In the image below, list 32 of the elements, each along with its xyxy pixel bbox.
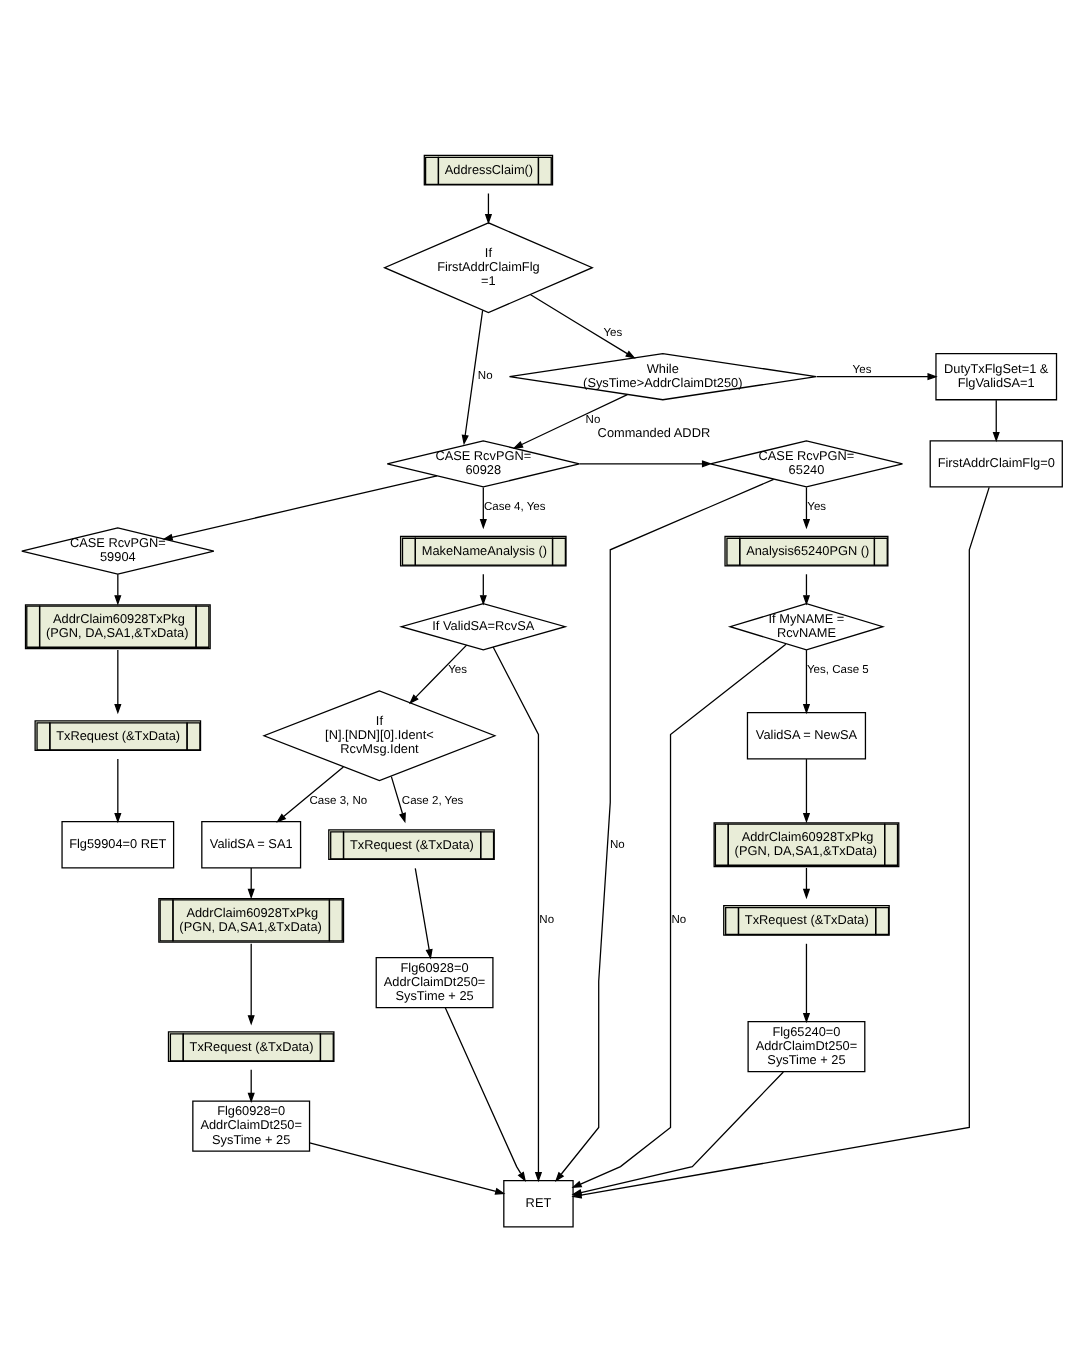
arrow: [492, 645, 543, 1182]
arrow: [114, 757, 122, 823]
arrow: [802, 942, 811, 1023]
arrow: [802, 648, 811, 714]
arrow: [554, 477, 775, 1181]
arrow: [114, 572, 122, 605]
arrow: [247, 1068, 255, 1103]
arrow: [802, 572, 811, 605]
arrow: [802, 485, 811, 529]
arrow: [802, 866, 811, 899]
arrow: [114, 648, 122, 714]
arrow: [461, 308, 484, 445]
arrow: [247, 942, 255, 1025]
arrow: [414, 866, 433, 959]
arrow: [578, 459, 713, 467]
arrow: [815, 372, 938, 380]
arrow: [276, 765, 344, 822]
arrow: [992, 398, 1000, 442]
arrow: [408, 643, 468, 704]
arrow: [390, 775, 406, 823]
arrow: [802, 757, 811, 823]
arrow: [571, 1070, 784, 1195]
arrow: [162, 474, 438, 540]
arrow: [571, 642, 787, 1188]
arrow: [484, 191, 493, 224]
arrow: [309, 1141, 506, 1194]
arrow: [444, 1006, 526, 1182]
arrow: [512, 393, 628, 448]
arrow: [247, 866, 255, 899]
arrow: [479, 572, 487, 605]
arrow: [479, 485, 487, 529]
arrow: [530, 293, 636, 358]
